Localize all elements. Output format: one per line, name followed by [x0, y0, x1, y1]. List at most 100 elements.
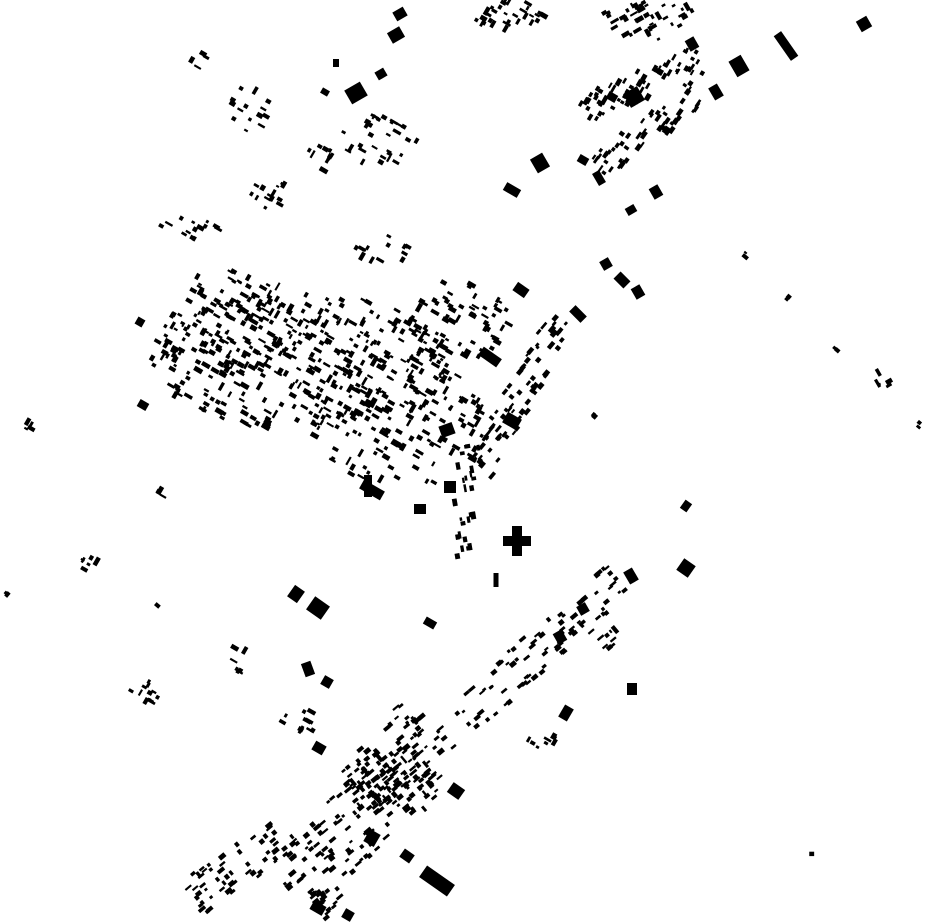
building [371, 144, 378, 150]
building [282, 881, 288, 886]
building [235, 369, 245, 377]
building [534, 356, 542, 364]
building [376, 797, 383, 804]
building [391, 799, 398, 806]
building [543, 646, 549, 652]
building [508, 402, 515, 409]
building [550, 732, 558, 741]
building [346, 143, 355, 153]
building [561, 649, 568, 655]
building [557, 618, 565, 626]
building [392, 704, 400, 711]
building [607, 166, 614, 173]
building [318, 166, 329, 175]
building [617, 160, 626, 170]
building [401, 748, 408, 755]
building [198, 865, 205, 872]
building [609, 636, 617, 643]
building [488, 425, 495, 433]
building [610, 84, 617, 93]
building [373, 845, 381, 852]
building [462, 536, 468, 543]
building [335, 317, 343, 326]
building [177, 312, 183, 318]
building [634, 143, 643, 152]
building [671, 53, 677, 61]
building [216, 866, 226, 875]
building [308, 410, 314, 416]
building [497, 4, 503, 10]
building [177, 346, 186, 354]
building [593, 590, 599, 596]
building [597, 88, 604, 95]
building [416, 350, 421, 355]
building [335, 893, 344, 901]
building [405, 412, 415, 421]
building [436, 359, 442, 365]
building [689, 69, 695, 76]
building [728, 54, 750, 78]
building [365, 804, 373, 812]
building [647, 25, 653, 32]
building [372, 450, 378, 456]
building [414, 761, 422, 769]
building [374, 405, 384, 414]
building [422, 616, 438, 630]
building [231, 279, 237, 284]
building [380, 389, 387, 395]
building [529, 385, 537, 394]
building [429, 780, 435, 787]
building [338, 302, 345, 309]
building [246, 296, 253, 303]
building [600, 96, 608, 106]
building [390, 758, 398, 765]
building [493, 573, 499, 587]
building [173, 356, 179, 364]
building [396, 803, 401, 808]
building [463, 348, 472, 356]
building [353, 343, 359, 349]
building [671, 3, 676, 8]
building [404, 136, 412, 143]
building [488, 471, 497, 480]
building [3, 590, 9, 596]
building [648, 184, 664, 200]
building [180, 320, 185, 326]
building [604, 632, 610, 639]
building [569, 611, 579, 621]
building [227, 391, 233, 398]
building [265, 849, 271, 856]
building [422, 340, 428, 345]
building [421, 790, 429, 798]
building [277, 336, 283, 342]
building [610, 24, 619, 31]
building [387, 399, 396, 407]
building [809, 851, 815, 857]
building [362, 464, 368, 470]
building [478, 460, 486, 469]
building [258, 838, 266, 846]
building [320, 414, 327, 421]
building [319, 387, 324, 393]
building [408, 404, 416, 414]
building [388, 750, 395, 757]
building [327, 147, 333, 154]
building [476, 457, 484, 465]
building [273, 295, 280, 303]
building [661, 72, 668, 81]
building [363, 119, 372, 129]
building [400, 123, 407, 130]
building [127, 688, 135, 694]
building [463, 484, 468, 493]
building [229, 657, 238, 664]
building [236, 848, 243, 855]
building [367, 768, 375, 775]
building [276, 305, 281, 310]
building [505, 698, 513, 706]
building [261, 856, 269, 863]
building [181, 322, 186, 328]
building [741, 253, 749, 261]
building [460, 545, 465, 553]
building [218, 886, 226, 893]
